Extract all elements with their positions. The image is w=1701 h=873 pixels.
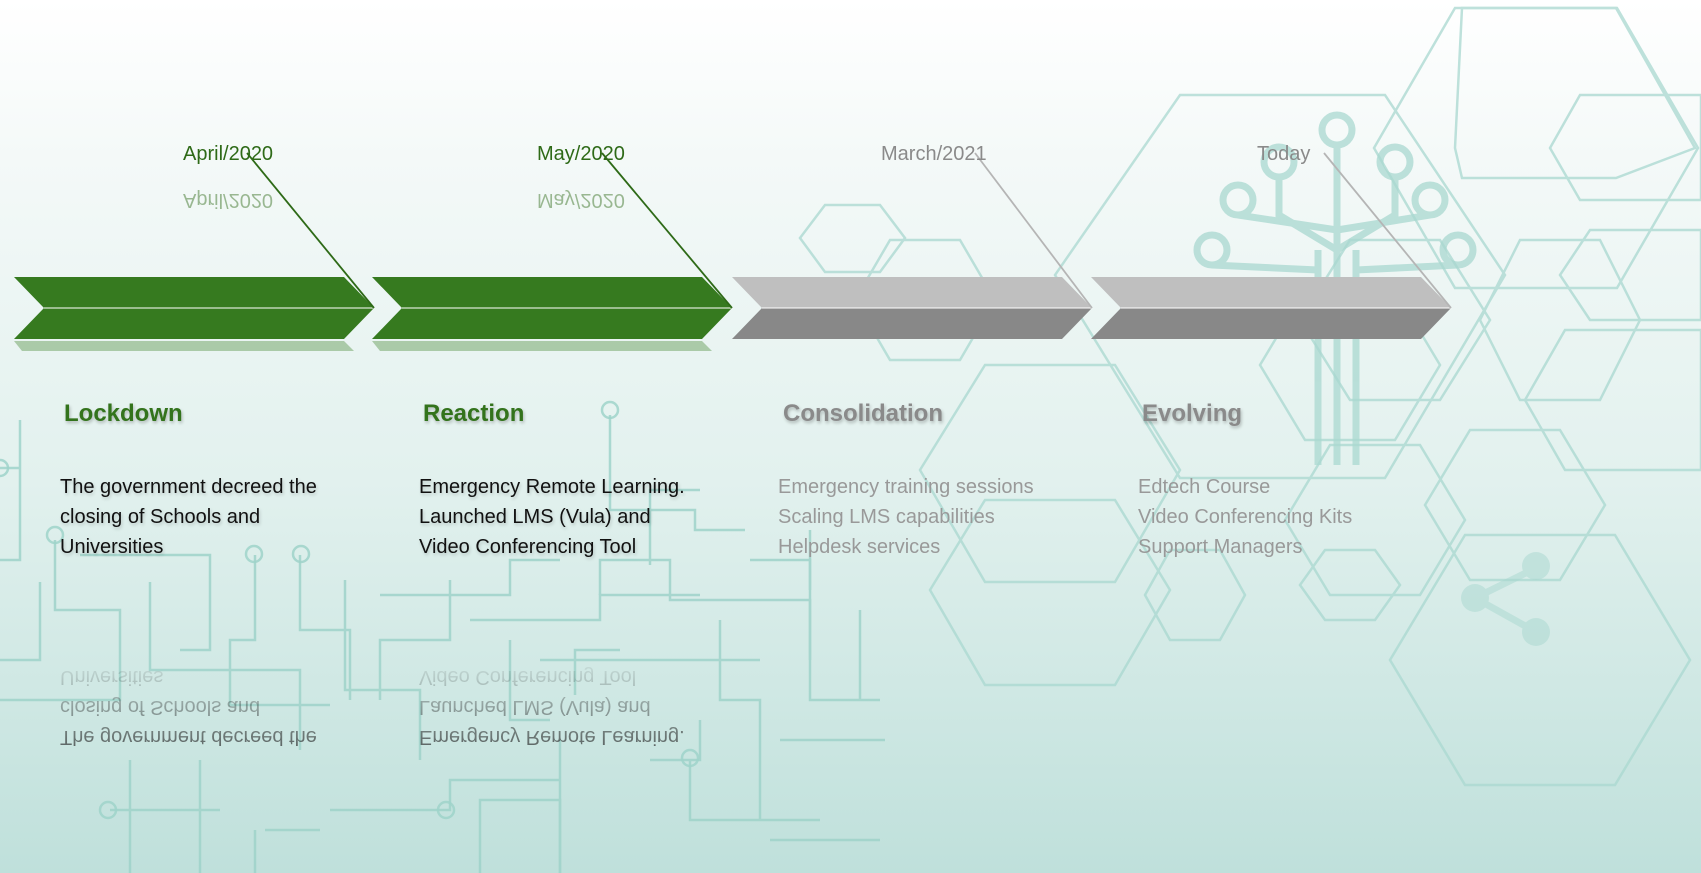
stage-date-reaction: May/2020 xyxy=(537,143,625,165)
description-line: Support Managers xyxy=(1138,536,1303,558)
description-line: Emergency Remote Learning. xyxy=(419,726,685,748)
leader-line-evolving xyxy=(1323,152,1452,309)
description-line: Video Conferencing Kits xyxy=(1138,506,1353,528)
share-icon xyxy=(1461,552,1550,646)
description-line: Emergency Remote Learning. xyxy=(419,476,685,498)
chevron-upper-reaction xyxy=(372,277,732,308)
description-line: closing of Schools and xyxy=(60,506,261,528)
description-line: Universities xyxy=(60,666,164,688)
chevron-upper-evolving xyxy=(1091,277,1451,308)
stage-date-reflection: May/2020 xyxy=(537,189,625,211)
stage-title-evolving: Evolving xyxy=(1142,400,1243,427)
description-line: Launched LMS (Vula) and xyxy=(419,696,651,718)
stage-date-evolving: Today xyxy=(1257,143,1311,165)
chevron-reflection xyxy=(372,341,712,351)
leader-line-reaction xyxy=(601,152,733,309)
description-line: Launched LMS (Vula) and xyxy=(419,506,651,528)
chevron-lower-reaction xyxy=(372,308,732,339)
stage-description-reflection: Emergency Remote Learning. Launched LMS … xyxy=(419,662,719,752)
stage-date-reflection: April/2020 xyxy=(183,189,274,211)
circuit-nodes xyxy=(0,400,700,820)
stage-description-consolidation: Emergency training sessions Scaling LMS … xyxy=(778,472,1078,562)
chevron-lower-lockdown xyxy=(14,308,374,339)
leader-line-consolidation xyxy=(974,152,1093,309)
stage-description-reflection: The government decreed the closing of Sc… xyxy=(60,662,360,752)
circuit-lines xyxy=(0,415,885,873)
chevron-lower-consolidation xyxy=(732,308,1092,339)
chevron-reflection xyxy=(14,341,354,351)
stage-title-reaction: Reaction xyxy=(423,400,525,427)
leader-line-lockdown xyxy=(246,152,375,309)
chevron-lower-evolving xyxy=(1091,308,1451,339)
stage-date-lockdown: April/2020 xyxy=(183,143,274,165)
stage-title-lockdown: Lockdown xyxy=(64,400,183,427)
stage-description-reaction: Emergency Remote Learning. Launched LMS … xyxy=(419,472,719,562)
description-line: Emergency training sessions xyxy=(778,476,1034,498)
stage-title-consolidation: Consolidation xyxy=(783,400,943,427)
description-line: Universities xyxy=(60,536,164,558)
description-line: Video Conferencing Tool xyxy=(419,666,637,688)
description-line: The government decreed the xyxy=(60,726,317,748)
description-line: Video Conferencing Tool xyxy=(419,536,637,558)
stage-date-consolidation: March/2021 xyxy=(881,143,987,165)
description-line: The government decreed the xyxy=(60,476,317,498)
chevron-upper-lockdown xyxy=(14,277,374,308)
hexagon-pattern xyxy=(798,6,1701,787)
chevron-upper-consolidation xyxy=(732,277,1092,308)
description-line: closing of Schools and xyxy=(60,696,261,718)
stage-description-lockdown: The government decreed the closing of Sc… xyxy=(60,472,360,562)
description-line: Helpdesk services xyxy=(778,536,941,558)
description-line: Scaling LMS capabilities xyxy=(778,506,995,528)
stage-description-evolving: Edtech Course Video Conferencing Kits Su… xyxy=(1138,472,1438,562)
description-line: Edtech Course xyxy=(1138,476,1271,498)
